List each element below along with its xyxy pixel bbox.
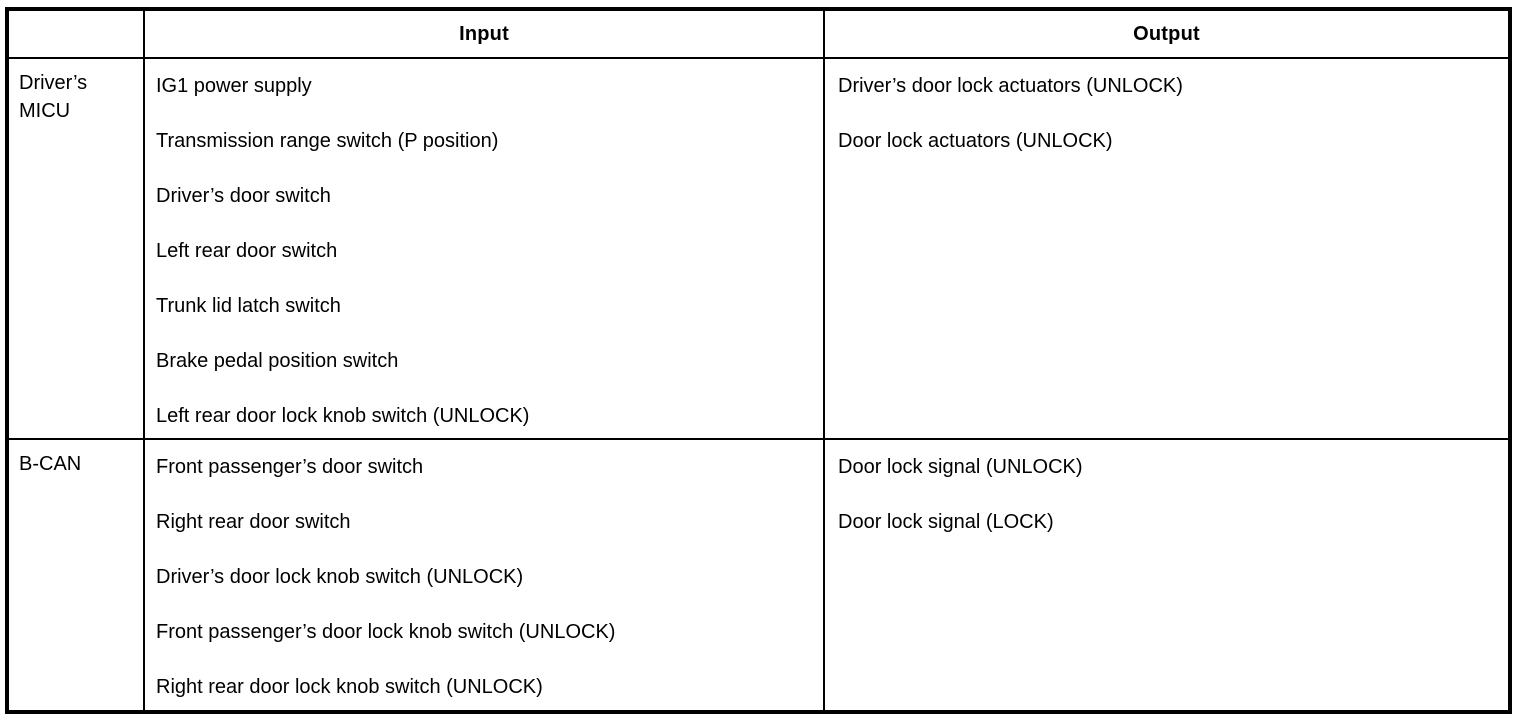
input-item: Right rear door switch xyxy=(156,511,351,533)
input-item: Driver’s door switch xyxy=(156,185,331,207)
input-item: Right rear door lock knob switch (UNLOCK… xyxy=(156,676,543,698)
input-item: IG1 power supply xyxy=(156,75,312,97)
b-can-input-list: Front passenger’s door switch Right rear… xyxy=(143,438,823,710)
input-item: Left rear door switch xyxy=(156,240,338,262)
input-item: Trunk lid latch switch xyxy=(156,295,341,317)
header-cell-source xyxy=(9,11,143,57)
drivers-micu-output-list: Driver’s door lock actuators (UNLOCK) Do… xyxy=(823,57,1508,438)
drivers-micu-input-list: IG1 power supply Transmission range swit… xyxy=(143,57,823,438)
b-can-output-list: Door lock signal (UNLOCK) Door lock sign… xyxy=(823,438,1508,710)
header-cell-input: Input xyxy=(143,11,823,57)
input-item: Driver’s door lock knob switch (UNLOCK) xyxy=(156,566,524,588)
output-item: Driver’s door lock actuators (UNLOCK) xyxy=(838,75,1183,97)
input-item: Front passenger’s door lock knob switch … xyxy=(156,621,616,643)
row-label-drivers-micu: Driver’s MICU xyxy=(9,57,143,438)
input-output-table: Input Output Driver’s MICU IG1 power sup… xyxy=(5,7,1512,714)
input-item: Front passenger’s door switch xyxy=(156,456,424,478)
input-item: Left rear door lock knob switch (UNLOCK) xyxy=(156,405,530,427)
output-item: Door lock signal (LOCK) xyxy=(838,511,1054,533)
input-item: Transmission range switch (P position) xyxy=(156,130,499,152)
row-label-b-can: B-CAN xyxy=(9,438,143,710)
output-item: Door lock signal (UNLOCK) xyxy=(838,456,1083,478)
input-item: Brake pedal position switch xyxy=(156,350,399,372)
header-cell-output: Output xyxy=(823,11,1508,57)
output-item: Door lock actuators (UNLOCK) xyxy=(838,130,1113,152)
